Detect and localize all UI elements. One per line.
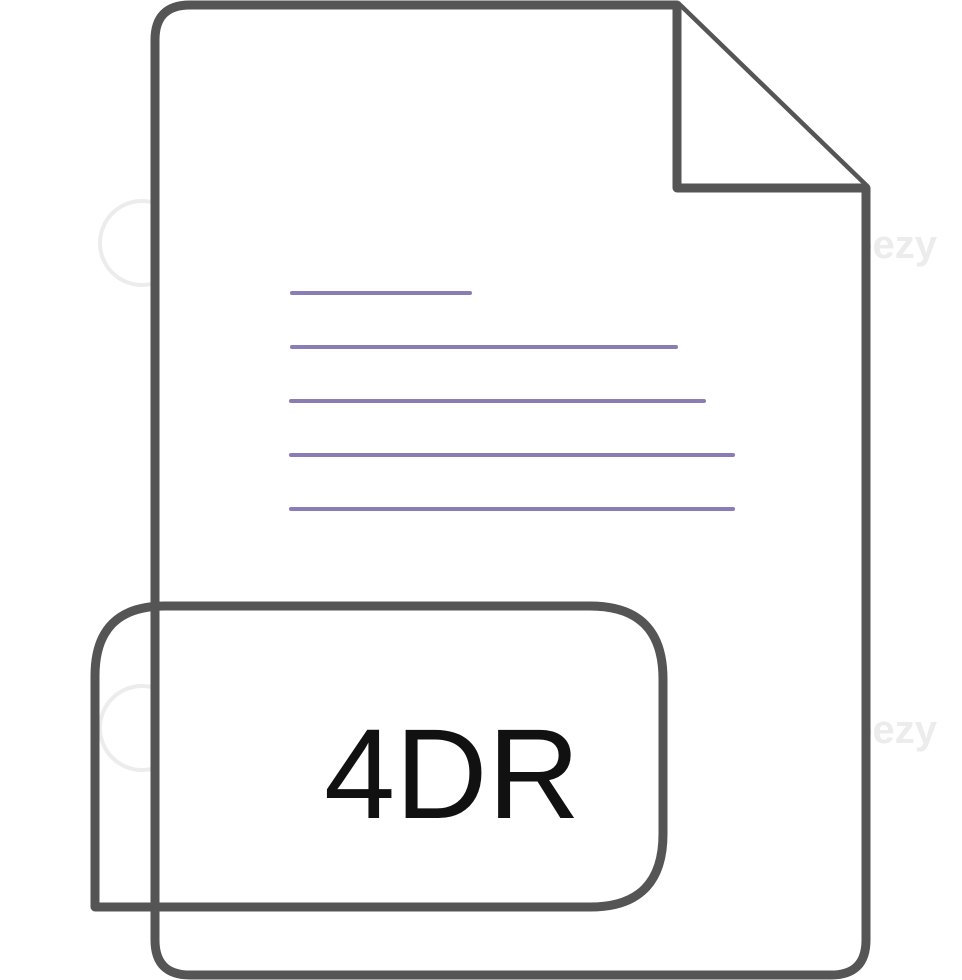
document-outline — [150, 0, 871, 980]
folded-corner — [672, 5, 866, 193]
extension-label: 4DR — [324, 703, 580, 846]
content-lines — [289, 291, 735, 511]
extension-label-box — [90, 601, 668, 912]
